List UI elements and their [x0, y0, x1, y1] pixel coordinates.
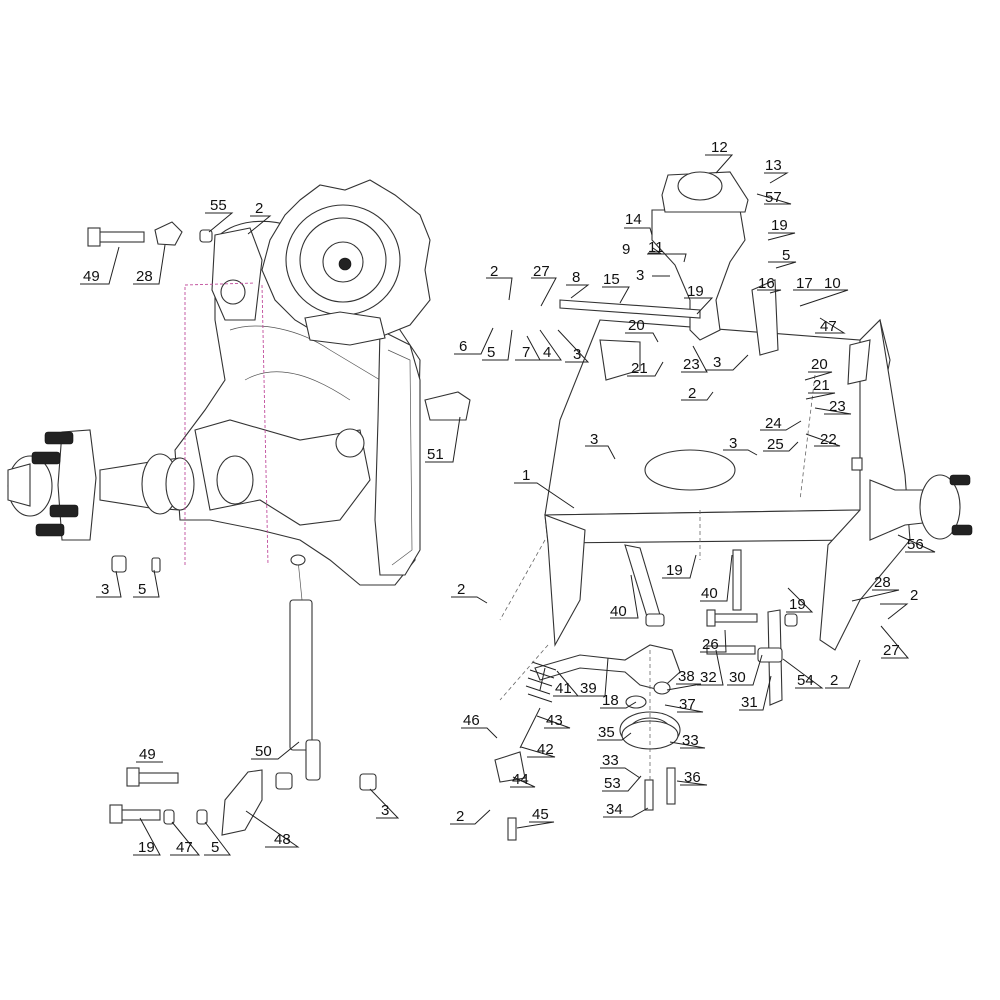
callout-5-d: 5 [211, 839, 219, 856]
callout-14: 14 [625, 211, 642, 228]
callout-3-b: 3 [573, 346, 581, 363]
callout-23-a: 23 [683, 356, 700, 373]
callout-5-b: 5 [487, 344, 495, 361]
callout-22: 22 [820, 431, 837, 448]
callout-26: 26 [702, 636, 719, 653]
callout-33-b: 33 [602, 752, 619, 769]
callout-49-a: 49 [83, 268, 100, 285]
callout-13: 13 [765, 157, 782, 174]
callout-27-a: 27 [533, 263, 550, 280]
frame-assembly [494, 171, 973, 841]
callout-51: 51 [427, 446, 444, 463]
callout-3-e: 3 [729, 435, 737, 452]
callout-3-a: 3 [636, 267, 644, 284]
callout-48: 48 [274, 831, 291, 848]
callout-2-e: 2 [830, 672, 838, 689]
callout-47-a: 47 [820, 318, 837, 335]
callout-38: 38 [678, 668, 695, 685]
callout-18: 18 [602, 692, 619, 709]
callout-31: 31 [741, 694, 758, 711]
callout-24: 24 [765, 415, 782, 432]
callout-45: 45 [532, 806, 549, 823]
callout-labels: 12 13 57 14 9 11 19 5 2 27 8 15 3 16 17 … [83, 139, 924, 856]
callout-21-b: 21 [813, 377, 830, 394]
callout-20-b: 20 [811, 356, 828, 373]
callout-11: 11 [648, 239, 664, 256]
callout-2-a: 2 [490, 263, 498, 280]
callout-6: 6 [459, 338, 467, 355]
callout-40-b: 40 [701, 585, 718, 602]
callout-2-g: 2 [255, 200, 263, 217]
callout-54: 54 [797, 672, 814, 689]
callout-19-b: 19 [687, 283, 704, 300]
leader-lines [80, 154, 936, 856]
callout-19-a: 19 [771, 217, 788, 234]
callout-35: 35 [598, 724, 615, 741]
callout-41: 41 [555, 680, 572, 697]
fan-pulley [261, 179, 431, 346]
callout-2-b: 2 [688, 385, 696, 402]
callout-27-b: 27 [883, 642, 900, 659]
callout-42: 42 [537, 741, 554, 758]
callout-53: 53 [604, 775, 621, 792]
callout-57: 57 [765, 189, 782, 206]
callout-10: 10 [824, 275, 841, 292]
callout-19-c: 19 [666, 562, 683, 579]
callout-1: 1 [522, 467, 530, 484]
lower-left-hardware [87, 221, 377, 836]
callout-37: 37 [679, 696, 696, 713]
callout-21-a: 21 [631, 360, 648, 377]
callout-28-a: 28 [874, 574, 891, 591]
callout-32: 32 [700, 669, 717, 686]
callout-46: 46 [463, 712, 480, 729]
callout-47-b: 47 [176, 839, 193, 856]
callout-25: 25 [767, 436, 784, 453]
callout-7: 7 [522, 344, 530, 361]
callout-5-a: 5 [782, 247, 790, 264]
callout-55: 55 [210, 197, 227, 214]
callout-28-b: 28 [136, 268, 153, 285]
callout-36: 36 [684, 769, 701, 786]
callout-3-f: 3 [101, 581, 109, 598]
callout-40-a: 40 [610, 603, 627, 620]
callout-2-f: 2 [456, 808, 464, 825]
callout-43: 43 [546, 712, 563, 729]
callout-2-d: 2 [910, 587, 918, 604]
callout-30: 30 [729, 669, 746, 686]
callout-39: 39 [580, 680, 597, 697]
callout-56: 56 [907, 536, 924, 553]
callout-5-c: 5 [138, 581, 146, 598]
callout-4: 4 [543, 344, 551, 361]
callout-2-c: 2 [457, 581, 465, 598]
callout-15: 15 [603, 271, 620, 288]
callout-33-a: 33 [682, 732, 699, 749]
callout-3-d: 3 [590, 431, 598, 448]
callout-8: 8 [572, 269, 580, 286]
callout-34: 34 [606, 801, 623, 818]
callout-19-d: 19 [789, 596, 806, 613]
callout-3-c: 3 [713, 354, 721, 371]
shock-absorber [289, 554, 321, 781]
callout-9: 9 [622, 241, 630, 258]
callout-49-b: 49 [139, 746, 156, 763]
callout-3-g: 3 [381, 802, 389, 819]
callout-17: 17 [796, 275, 813, 292]
transaxle-assembly [7, 179, 471, 586]
callout-12: 12 [711, 139, 728, 156]
callout-19-e: 19 [138, 839, 155, 856]
callout-16: 16 [758, 275, 775, 292]
callout-23-b: 23 [829, 398, 846, 415]
callout-50: 50 [255, 743, 272, 760]
callout-44: 44 [512, 771, 529, 788]
callout-20-a: 20 [628, 317, 645, 334]
